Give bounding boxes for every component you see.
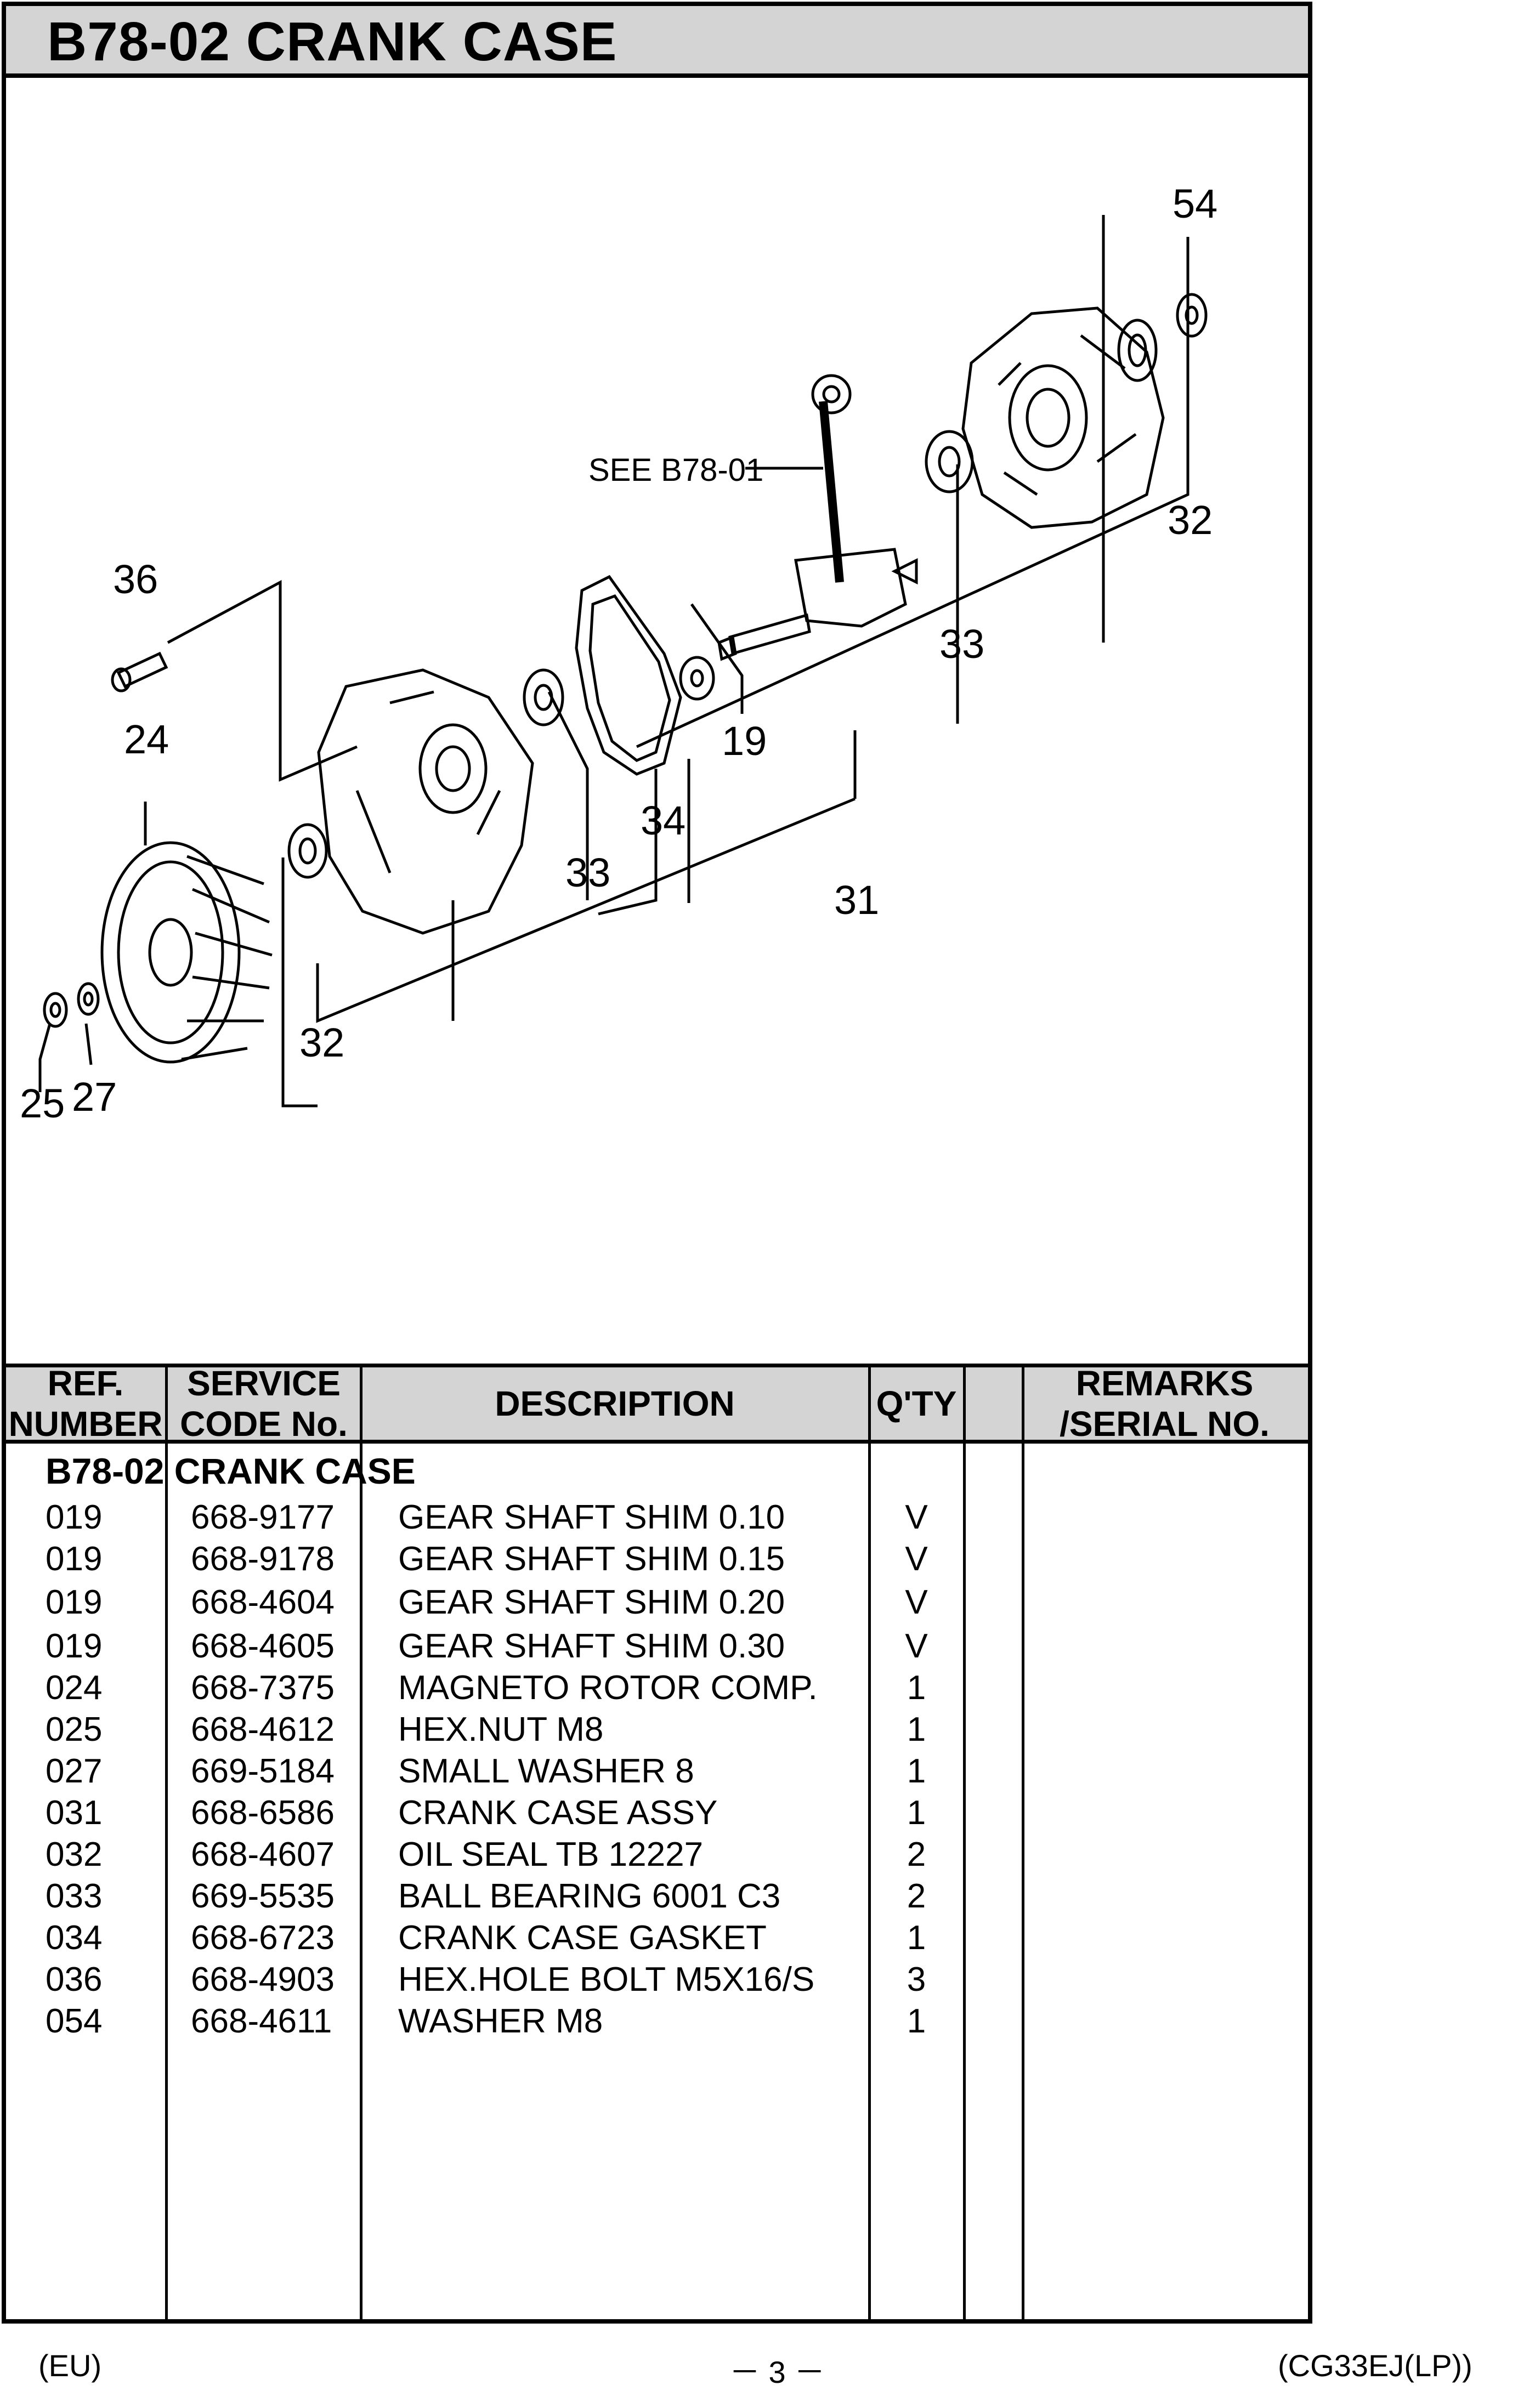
bolt-36: [116, 651, 168, 689]
exploded-diagram: 54 32 33 36 24 19 34 33 31 32 25 27 SEE …: [6, 78, 1308, 1364]
callout-25: 25: [20, 1081, 65, 1126]
callout-24: 24: [124, 717, 169, 762]
bearing-33b: [523, 668, 564, 726]
crank-shaft-end: [728, 613, 811, 656]
callout-32b: 32: [299, 1020, 344, 1065]
leader-31: [316, 730, 857, 1023]
header-ref-number: REF.NUMBER: [8, 1364, 163, 1444]
page-title: B78-02 CRANK CASE: [47, 11, 618, 72]
header-qty: Q'TY: [876, 1384, 957, 1423]
connecting-rod: [819, 401, 844, 583]
gasket-34: [575, 575, 682, 776]
leader-33b: [547, 691, 589, 900]
callout-32a: 32: [1168, 497, 1213, 543]
callout-36: 36: [113, 556, 158, 602]
header-description: DESCRIPTION: [495, 1384, 735, 1423]
section-title: B78-02 CRANK CASE: [46, 1451, 416, 1491]
column-divider: [963, 1364, 966, 2319]
title-bar: B78-02 CRANK CASE: [6, 6, 1308, 78]
column-divider: [1022, 1364, 1024, 2319]
crank-case-left: [317, 668, 534, 935]
leader-25-27: [38, 1023, 93, 1092]
page-frame: B78-02 CRANK CASE: [2, 2, 1312, 2324]
column-divider: [360, 1364, 362, 2319]
crank-webs: [794, 548, 907, 628]
crank-case-right: [961, 306, 1165, 529]
leader-32b: [281, 769, 658, 1108]
callout-33a: 33: [939, 621, 984, 667]
magneto-rotor-24: [100, 841, 241, 1064]
header-remarks: REMARKS/SERIAL NO.: [1060, 1364, 1270, 1444]
diagram-drawing: 54 32 33 36 24 19 34 33 31 32 25 27 SEE …: [20, 181, 1217, 1126]
footer-page-number: － 3 －: [729, 2355, 825, 2389]
column-divider: [165, 1364, 168, 2319]
oil-seal-32b: [287, 823, 328, 879]
callout-34: 34: [641, 798, 686, 843]
callout-33b: 33: [565, 850, 610, 895]
shim-19: [679, 656, 715, 701]
see-reference-label: SEE B78-01: [588, 452, 763, 488]
leader-36: [167, 580, 358, 782]
callout-31: 31: [834, 877, 879, 923]
callout-19: 19: [722, 718, 767, 764]
hex-nut-25: [43, 992, 68, 1028]
washer-27: [77, 982, 100, 1016]
callout-54: 54: [1173, 181, 1217, 226]
column-divider: [868, 1364, 871, 2319]
leader-19: [690, 603, 744, 714]
oil-seal-32a: [1117, 319, 1158, 382]
footer-region-code: (EU): [38, 2348, 102, 2383]
callout-27: 27: [72, 1074, 117, 1120]
washer-54: [1176, 293, 1208, 338]
footer-model-code: (CG33EJ(LP)): [1278, 2348, 1472, 2383]
